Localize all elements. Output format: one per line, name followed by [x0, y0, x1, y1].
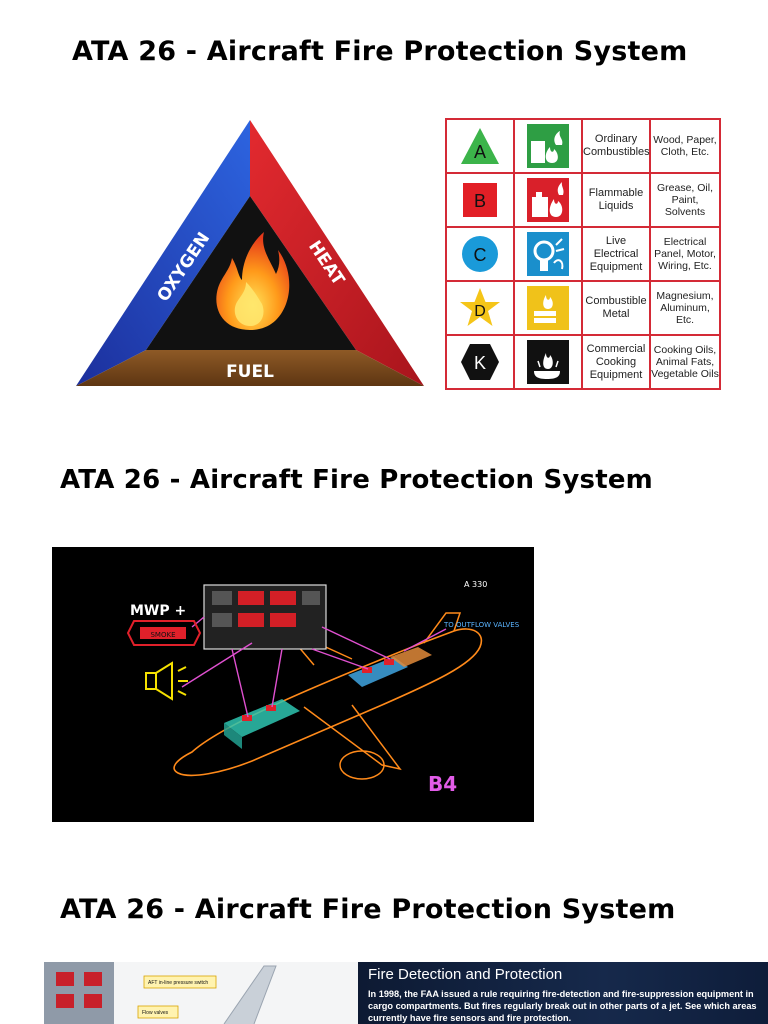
class-examples: Electrical Panel, Motor, Wiring, Etc. [649, 226, 721, 282]
fire-system-schematic: AFT in-line pressure switch Flow valves [44, 962, 358, 1024]
fire-class-table: A Ordinary Combustibles Wood, Paper, Clo… [445, 118, 721, 390]
class-type: Flammable Liquids [581, 172, 651, 228]
svg-text:K: K [474, 353, 486, 373]
article-text: In 1998, the FAA issued a rule requiring… [368, 989, 757, 1023]
class-a-triangle-icon: A [461, 128, 499, 164]
class-examples: Wood, Paper, Cloth, Etc. [649, 118, 721, 174]
aircraft-diagram-svg: MWP + SMOKE A 330 TO OUTFLOW VALVES B4 [126, 580, 520, 796]
svg-text:A: A [474, 142, 486, 162]
svg-text:C: C [474, 245, 487, 265]
flame-icon [216, 232, 290, 330]
class-c-circle-icon: C [462, 236, 498, 272]
class-examples: Grease, Oil, Paint, Solvents [649, 172, 721, 228]
page-title: ATA 26 - Aircraft Fire Protection System [72, 36, 688, 67]
fuel-side [76, 350, 424, 386]
class-type: Combustible Metal [581, 280, 651, 336]
pressure-switch-label: AFT in-line pressure switch [148, 980, 208, 986]
speaker-icon [145, 661, 188, 701]
section-title: ATA 26 - Aircraft Fire Protection System [60, 894, 676, 925]
table-row: B Flammable Liquids Grease, Oil, Paint, … [445, 172, 721, 228]
heat-side [250, 120, 424, 386]
oxygen-side [76, 120, 250, 386]
fire-detection-article: Fire Detection and Protection In 1998, t… [358, 962, 768, 1024]
outflow-valves-label: TO OUTFLOW VALVES [443, 621, 520, 629]
table-row: A Ordinary Combustibles Wood, Paper, Clo… [445, 118, 721, 174]
gas-can-fire-icon [527, 178, 569, 222]
table-row: K Commercial Cooking Equipment Cooking O… [445, 334, 721, 390]
panel-id-label: B4 [428, 772, 457, 796]
table-row: C Live Electrical Equipment Electrical P… [445, 226, 721, 282]
aircraft-model-label: A 330 [464, 580, 487, 589]
section-title: ATA 26 - Aircraft Fire Protection System [60, 465, 653, 495]
fire-triangle: OXYGEN HEAT FUEL [76, 120, 424, 386]
class-b-square-icon: B [463, 183, 497, 217]
flow-valves-label: Flow valves [142, 1010, 169, 1016]
class-examples: Cooking Oils, Animal Fats, Vegetable Oil… [649, 334, 721, 390]
class-k-hexagon-icon: K [461, 344, 499, 380]
fuel-label: FUEL [226, 362, 274, 382]
metal-gear-fire-icon [527, 286, 569, 330]
aircraft-smoke-detection-diagram: MWP + SMOKE A 330 TO OUTFLOW VALVES B4 [52, 547, 534, 822]
fwd-cargo-compartment [224, 699, 300, 737]
electrical-plug-icon [527, 232, 569, 276]
svg-text:B: B [474, 191, 486, 211]
trash-fire-icon [527, 124, 569, 168]
class-type: Live Electrical Equipment [581, 226, 651, 282]
article-title: Fire Detection and Protection [368, 966, 563, 983]
table-row: D Combustible Metal Magnesium, Aluminum,… [445, 280, 721, 336]
class-d-star-icon: D [460, 288, 500, 326]
master-warning-label: MWP + [130, 603, 186, 619]
svg-text:D: D [474, 303, 486, 320]
class-type: Ordinary Combustibles [581, 118, 651, 174]
class-examples: Magnesium, Aluminum, Etc. [649, 280, 721, 336]
class-type: Commercial Cooking Equipment [581, 334, 651, 390]
cooking-pan-fire-icon [527, 340, 569, 384]
smoke-indicator: SMOKE [150, 631, 175, 639]
